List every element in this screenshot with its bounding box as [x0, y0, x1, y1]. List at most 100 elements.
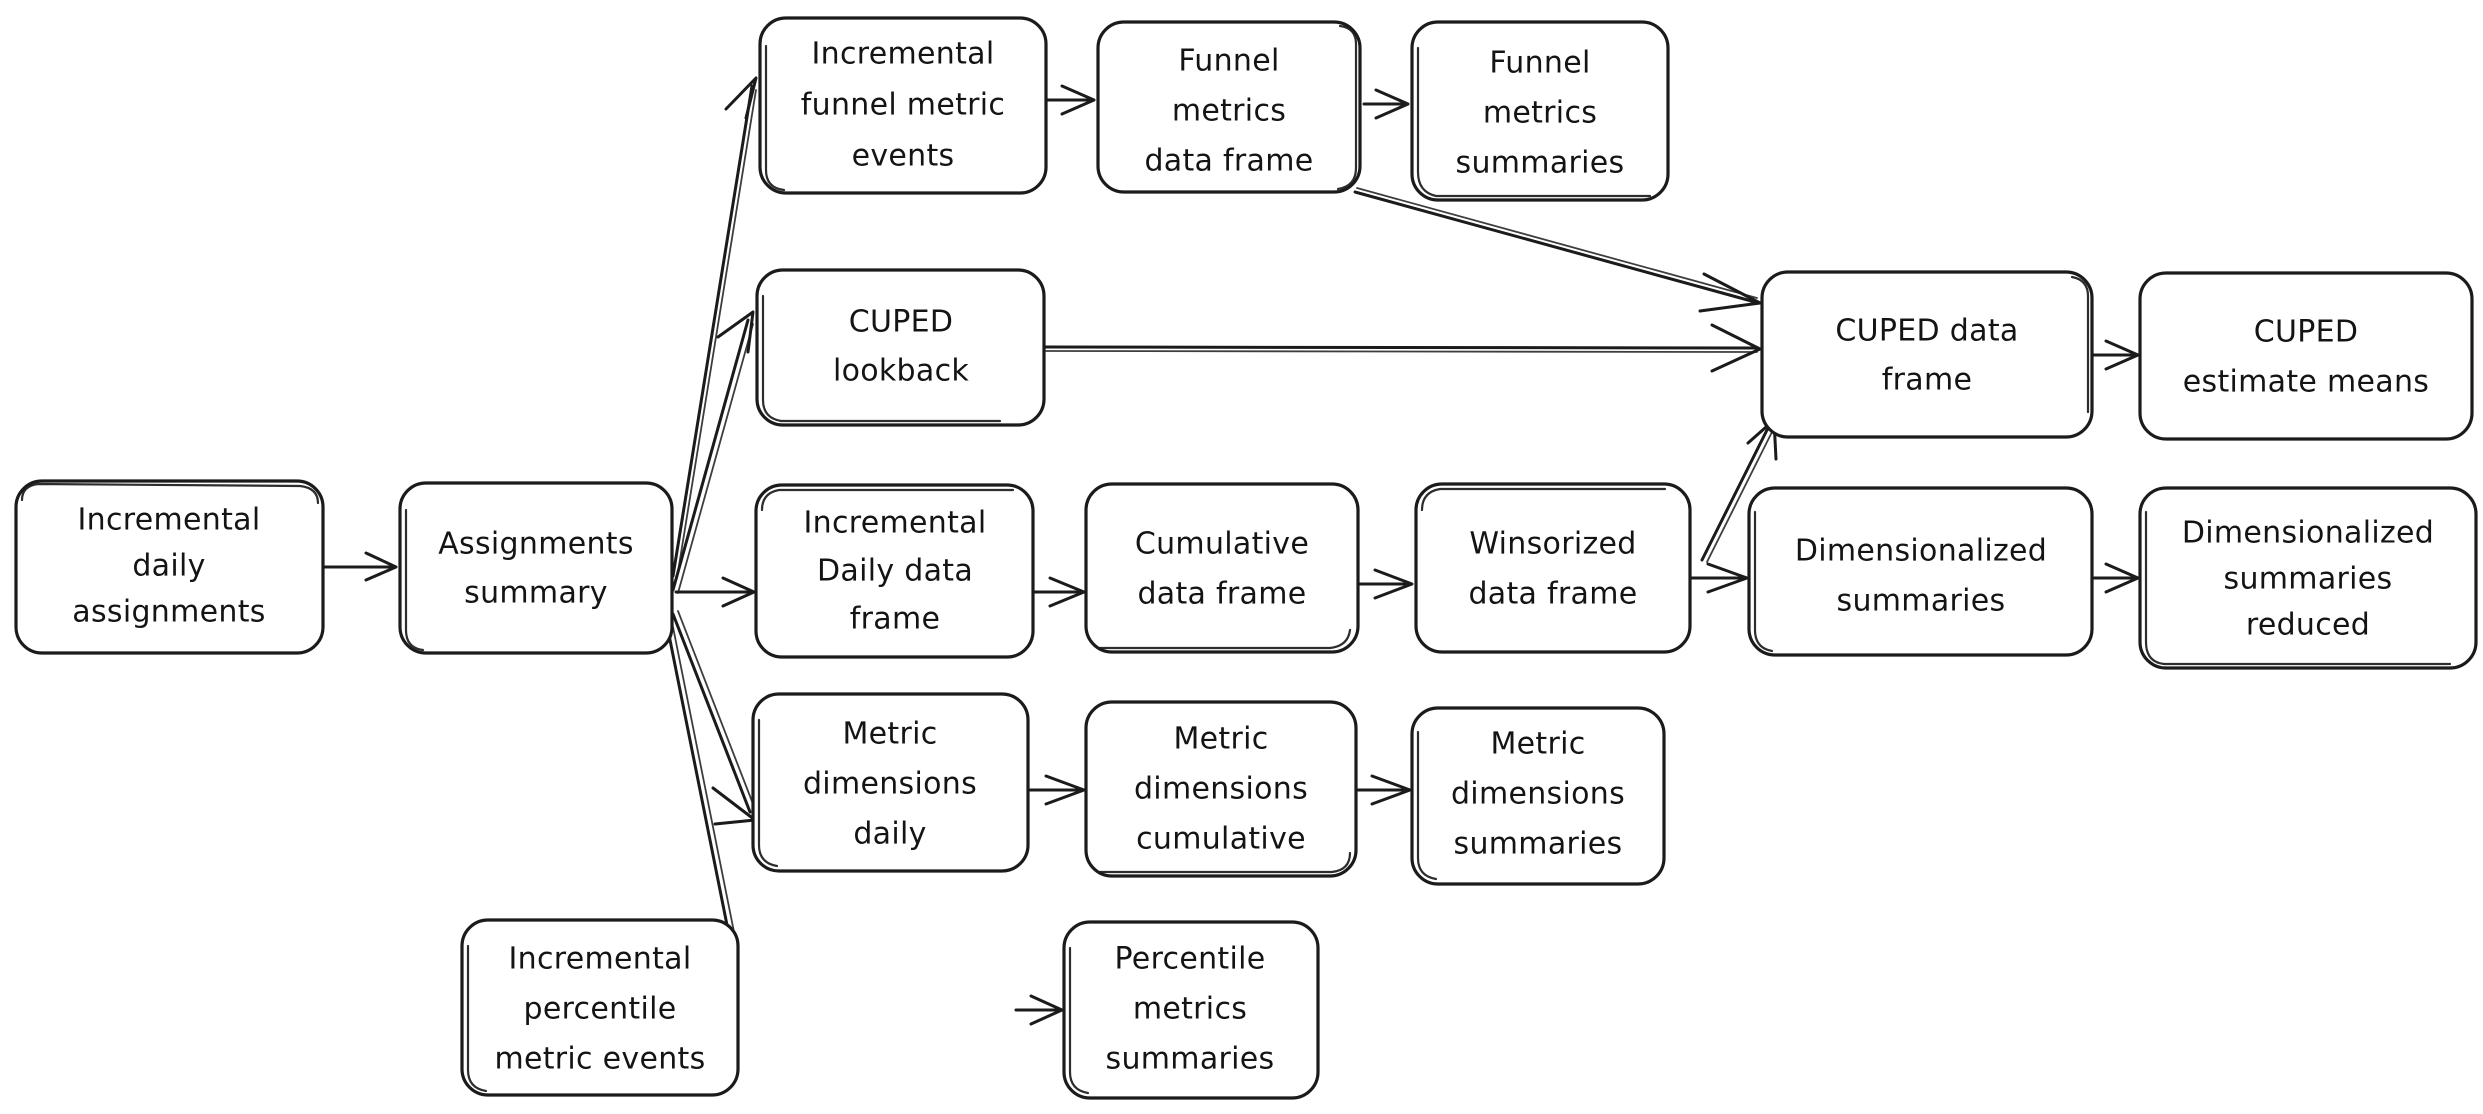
node-box	[1096, 20, 1362, 194]
node-box	[2138, 486, 2478, 670]
node-percentile-metrics-summaries[interactable]: Percentile metrics summaries	[1062, 920, 1320, 1100]
edge-summary-to-cuped-lookback	[671, 310, 755, 594]
node-label-line: Incremental	[78, 503, 261, 538]
node-label-line: Winsorized	[1469, 527, 1636, 562]
edge-funnel-df-to-cuped-df	[1353, 187, 1762, 313]
node-box	[754, 483, 1035, 659]
node-box-sketch	[2070, 275, 2090, 414]
node-box-sketch	[760, 488, 1015, 512]
edge-percentile-events-to-summaries	[1014, 994, 1064, 1026]
node-label-line: CUPED	[2254, 315, 2359, 350]
node-label-line: CUPED data	[1835, 314, 2018, 349]
node-label-line: Cumulative	[1135, 527, 1309, 562]
node-cuped-lookback[interactable]: CUPED lookback	[755, 268, 1046, 427]
node-label-line: metrics	[1483, 96, 1597, 131]
node-label-line: daily	[853, 817, 926, 852]
node-label-line: Metric	[1173, 722, 1268, 757]
edge-cumulative-to-winsorized	[1355, 568, 1414, 600]
node-label-line: dimensions	[1134, 772, 1308, 807]
node-label-line: metrics	[1133, 992, 1247, 1027]
node-box-sketch	[757, 718, 779, 868]
node-cuped-estimate-means[interactable]: CUPED estimate means	[2138, 271, 2474, 441]
node-label-line: funnel metric	[801, 88, 1005, 123]
node-box-sketch	[1098, 851, 1352, 874]
node-box-sketch	[1416, 46, 1652, 198]
node-label-line: lookback	[833, 354, 969, 389]
node-cumulative-data-frame[interactable]: Cumulative data frame	[1084, 482, 1360, 654]
node-box	[14, 479, 325, 655]
node-label-line: summaries	[1454, 827, 1623, 862]
node-label-line: reduced	[2246, 608, 2370, 643]
node-box-sketch	[761, 294, 1002, 423]
node-label-line: frame	[1882, 363, 1972, 398]
node-incremental-percentile-metric-events[interactable]: Incremental percentile metric events	[460, 918, 740, 1097]
node-box-sketch	[404, 508, 425, 652]
node-box	[751, 692, 1030, 873]
node-winsorized-data-frame[interactable]: Winsorized data frame	[1414, 482, 1692, 654]
node-box-sketch	[764, 44, 786, 192]
node-box	[758, 16, 1048, 195]
node-box-sketch	[2144, 510, 2452, 666]
edge-cuped-df-to-estimate-means	[2091, 339, 2140, 371]
node-label-line: daily	[132, 549, 205, 584]
node-box	[1410, 20, 1670, 202]
node-label-line: data frame	[1137, 577, 1306, 612]
node-label-line: summaries	[1106, 1042, 1275, 1077]
node-label-line: metrics	[1172, 94, 1286, 129]
node-funnel-metrics-summaries[interactable]: Funnel metrics summaries	[1410, 20, 1670, 202]
edge-incremental-daily-to-cumulative	[1031, 576, 1086, 608]
node-label-line: Incremental	[812, 37, 995, 72]
edge-md-cumulative-to-md-summaries	[1353, 774, 1412, 806]
node-box-sketch	[1098, 628, 1352, 650]
node-metric-dimensions-cumulative[interactable]: Metric dimensions cumulative	[1084, 700, 1358, 878]
node-box	[1410, 706, 1666, 886]
edge-md-daily-to-md-cumulative	[1026, 774, 1086, 806]
node-funnel-metrics-data-frame[interactable]: Funnel metrics data frame	[1096, 20, 1362, 194]
node-label-line: percentile	[523, 992, 676, 1027]
node-label-line: Daily data	[817, 554, 973, 589]
node-incremental-daily-assignments[interactable]: Incremental daily assignments	[14, 479, 325, 655]
node-label-line: Metric	[1490, 727, 1585, 762]
node-label-line: Assignments	[438, 527, 634, 562]
node-box	[1062, 920, 1320, 1100]
node-dimensionalized-summaries-reduced[interactable]: Dimensionalized summaries reduced	[2138, 486, 2478, 670]
edge-funnel-df-to-funnel-summaries	[1362, 88, 1410, 120]
node-label-line: Funnel	[1178, 44, 1279, 79]
node-label-line: dimensions	[803, 767, 977, 802]
node-dimensionalized-summaries[interactable]: Dimensionalized summaries	[1747, 486, 2094, 657]
node-label-line: dimensions	[1451, 777, 1625, 812]
node-assignments-summary[interactable]: Assignments summary	[398, 481, 674, 655]
node-box	[755, 268, 1046, 427]
node-box-sketch	[1753, 510, 1774, 653]
node-box-sketch	[1336, 24, 1358, 191]
node-incremental-funnel-metric-events[interactable]: Incremental funnel metric events	[758, 16, 1048, 195]
node-incremental-daily-data-frame[interactable]: Incremental Daily data frame	[754, 483, 1035, 659]
node-box	[1760, 270, 2094, 439]
node-label-line: assignments	[72, 595, 265, 630]
node-label-line: summaries	[2224, 562, 2393, 597]
edge-winsorized-to-dimensionalized	[1688, 562, 1749, 594]
node-box	[1084, 482, 1360, 654]
node-metric-dimensions-daily[interactable]: Metric dimensions daily	[751, 692, 1030, 873]
node-cuped-data-frame[interactable]: CUPED data frame	[1760, 270, 2094, 439]
node-label-line: Incremental	[509, 942, 692, 977]
edge-summary-to-incremental-daily	[674, 576, 756, 608]
node-box-sketch	[20, 482, 320, 505]
node-box-sketch	[1416, 730, 1438, 881]
node-label-line: frame	[850, 602, 940, 637]
node-box	[2138, 271, 2474, 441]
node-label-line: Incremental	[804, 506, 987, 541]
node-box-sketch	[1068, 946, 1090, 1095]
node-box	[1414, 482, 1692, 654]
node-box-sketch	[1420, 487, 1667, 512]
node-label-line: data frame	[1144, 144, 1313, 179]
node-box	[398, 481, 674, 655]
node-label-line: metric events	[494, 1042, 705, 1077]
edge-cuped-lookback-to-cuped-df	[1042, 323, 1762, 373]
node-box	[460, 918, 740, 1097]
node-label-line: cumulative	[1136, 822, 1306, 857]
node-label-line: Percentile	[1114, 942, 1265, 977]
node-label-line: summary	[464, 576, 608, 611]
node-metric-dimensions-summaries[interactable]: Metric dimensions summaries	[1410, 706, 1666, 886]
